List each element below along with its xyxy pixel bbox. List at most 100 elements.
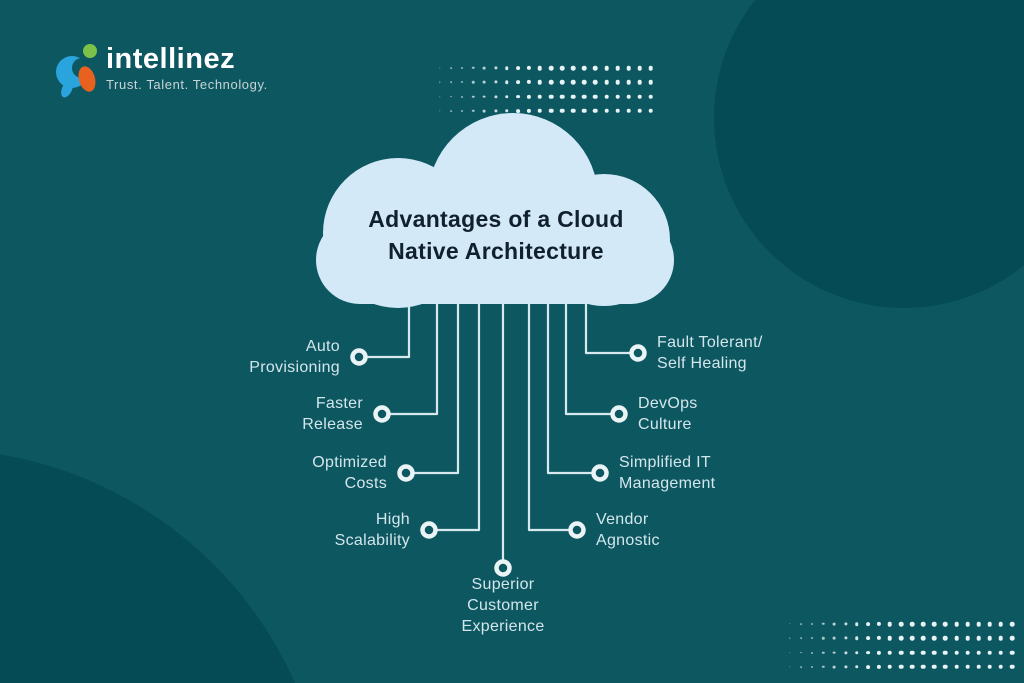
decor-dot <box>648 80 654 85</box>
cloud-title: Advantages of a Cloud Native Architectur… <box>320 203 672 267</box>
decor-dot <box>593 94 598 99</box>
decor-dot <box>909 621 915 627</box>
connector-high-scalability <box>436 294 481 532</box>
decor-dot <box>822 622 825 626</box>
decor-dot <box>615 65 620 71</box>
decor-dot <box>832 651 836 654</box>
decor-dot <box>876 650 881 655</box>
decor-dot <box>582 94 587 99</box>
decor-dot <box>615 80 620 85</box>
decor-dot <box>987 636 993 641</box>
decor-dot <box>515 66 520 70</box>
decor-dot <box>932 650 937 655</box>
decor-dot <box>493 95 498 99</box>
decor-dot <box>604 108 609 114</box>
advantage-label-simplified-it-management: Simplified IT Management <box>619 454 716 492</box>
decor-dot <box>920 621 926 627</box>
decor-dot <box>537 65 543 71</box>
decor-dot <box>637 108 643 114</box>
intellinez-logo: intellinez Trust. Talent. Technology. <box>56 40 268 102</box>
decor-dot <box>920 664 926 670</box>
connector-devops-culture <box>564 294 612 416</box>
decor-dot <box>537 94 543 99</box>
decor-dot <box>865 650 870 655</box>
decor-dot <box>515 108 520 113</box>
decor-dot <box>865 664 870 669</box>
decor-dot <box>439 110 441 112</box>
decor-dot <box>615 94 620 99</box>
decor-dot <box>987 664 993 670</box>
decor-dot <box>887 636 893 641</box>
decor-dot <box>570 108 576 114</box>
decor-dot <box>854 665 859 669</box>
decor-dot <box>843 636 848 640</box>
decor-dot <box>559 108 565 114</box>
node-circle-fault-tolerant <box>629 344 647 362</box>
decor-dot <box>548 108 554 114</box>
decor-dot <box>998 621 1004 627</box>
advantage-label-optimized-costs: Optimized Costs <box>312 454 387 492</box>
decor-dot <box>920 636 926 641</box>
decor-dot <box>1009 650 1015 655</box>
decor-dot <box>604 94 609 99</box>
decor-dot <box>1009 664 1015 670</box>
decor-dot <box>987 650 993 655</box>
decor-dot <box>548 65 554 71</box>
decor-dot <box>1009 621 1015 627</box>
decor-dot <box>854 650 859 655</box>
decor-dot <box>482 66 486 70</box>
decor-dot <box>1009 636 1015 641</box>
decor-dot <box>637 94 643 99</box>
decor-dot <box>909 650 915 655</box>
decor-dot <box>648 94 654 99</box>
decor-dot <box>920 650 926 655</box>
decor-dot <box>865 636 870 641</box>
decor-dot <box>482 80 486 84</box>
decor-dot <box>832 622 836 626</box>
decor-dot <box>898 621 904 627</box>
decor-dot <box>504 80 509 85</box>
decor-dot <box>843 622 848 626</box>
decor-dot <box>998 636 1004 641</box>
cloud-shape <box>316 113 674 308</box>
decor-dot <box>439 81 441 83</box>
intellinez-logo-icon <box>56 44 97 98</box>
decor-dot <box>832 636 836 640</box>
connector-optimized-costs <box>413 294 460 475</box>
node-circle-simplified-it-management <box>591 464 609 482</box>
decor-dot <box>800 651 802 654</box>
decor-dot <box>439 95 441 98</box>
advantage-label-high-scalability: High Scalability <box>334 511 410 549</box>
decor-dot <box>472 66 475 70</box>
decor-dot <box>822 665 825 669</box>
decor-dot <box>898 664 904 670</box>
decor-dot <box>439 67 441 69</box>
decor-dot <box>887 664 893 670</box>
connector-fault-tolerant <box>584 294 631 355</box>
decor-dot <box>615 108 620 114</box>
decor-dot <box>626 108 631 114</box>
decor-dot <box>648 65 654 71</box>
decor-dot <box>526 94 531 99</box>
decor-dot <box>493 80 498 84</box>
decor-dot <box>811 665 814 668</box>
advantage-label-auto-provisioning: Auto Provisioning <box>249 338 340 376</box>
decor-dot <box>954 636 959 641</box>
decor-dot <box>548 80 554 85</box>
connector-vendor-agnostic <box>527 294 570 532</box>
decor-dot <box>537 108 543 114</box>
decor-dot <box>526 65 531 71</box>
decor-dot <box>570 65 576 71</box>
advantage-label-superior-customer-experience: Superior Customer Experience <box>461 576 545 635</box>
decor-dot <box>811 622 814 626</box>
decor-dot <box>626 65 631 71</box>
decor-dot <box>593 80 598 85</box>
decor-dot <box>800 666 802 668</box>
decor-dot <box>843 651 848 655</box>
decor-dot <box>461 66 464 70</box>
decor-dot <box>626 94 631 99</box>
decor-dot <box>548 94 554 99</box>
decor-dot <box>854 636 859 641</box>
